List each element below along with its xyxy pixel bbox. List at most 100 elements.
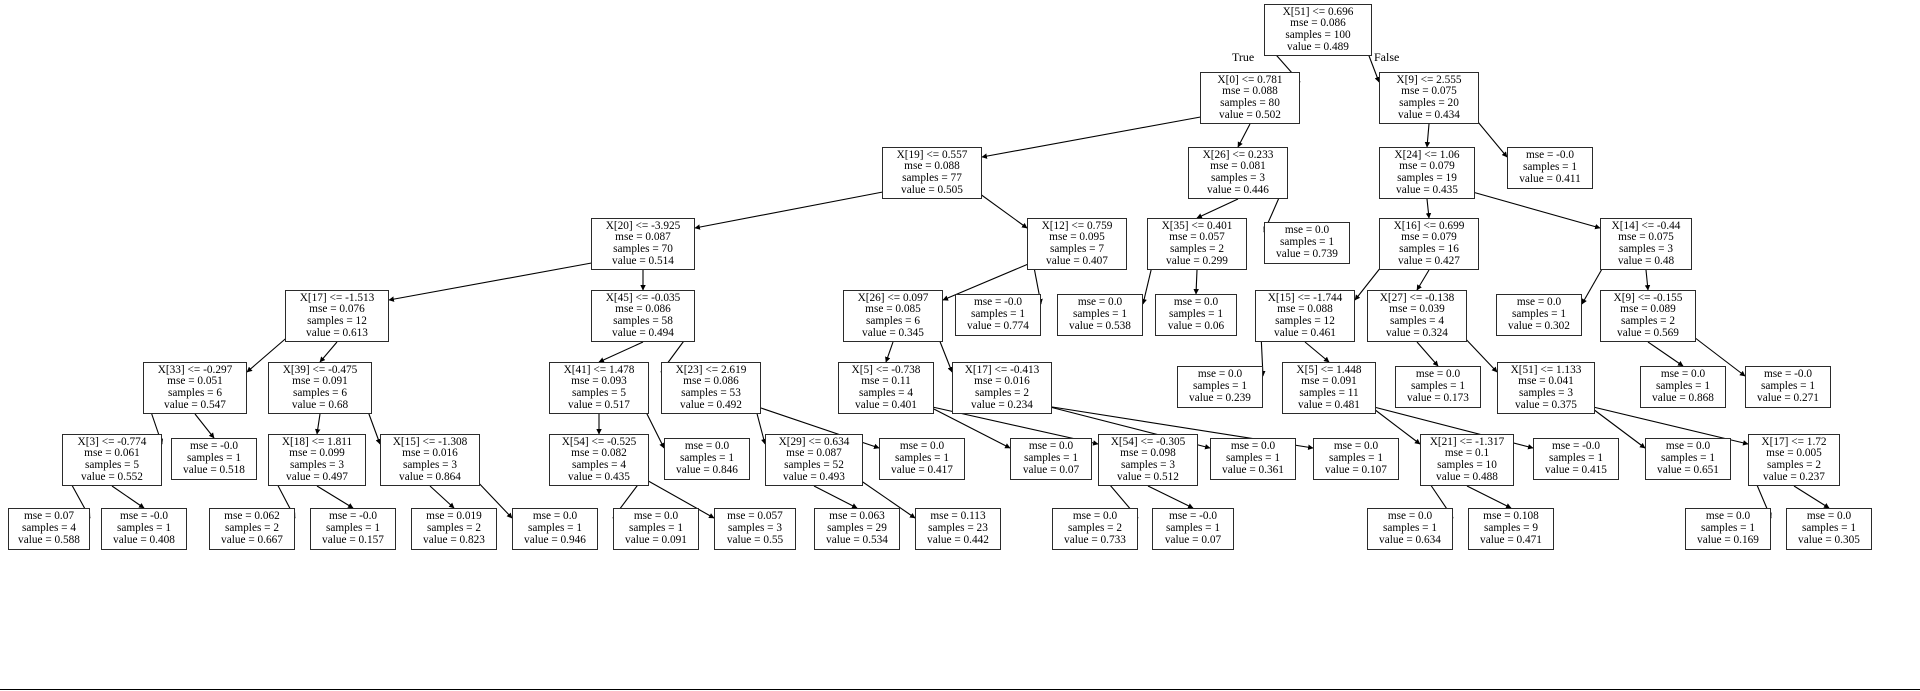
node-text-line: mse = 0.093 [571,375,627,388]
node-text-line: X[39] <= -0.475 [282,363,358,376]
node-text-line: mse = 0.0 [1806,510,1852,523]
node-text-line: mse = 0.0 [1072,510,1118,523]
node-text-line: samples = 2 [426,522,482,535]
node-text-line: mse = 0.087 [615,231,671,244]
node-text-line: samples = 6 [167,387,223,399]
node-text-line: X[18] <= 1.811 [281,435,353,448]
node-text-line: X[19] <= 0.557 [896,148,968,161]
node-text-line: X[33] <= -0.297 [157,363,233,376]
tree-edge [813,485,858,509]
node-text-line: X[3] <= -0.774 [77,435,147,448]
tree-edge [981,115,1207,159]
node-text-line: value = 0.552 [81,470,143,483]
node-text-line: samples = 1 [1279,236,1335,249]
node-text-line: value = 0.493 [783,470,845,483]
node-text-line: mse = -0.0 [973,296,1023,309]
node-text-line: value = 0.107 [1325,463,1387,476]
node-text-line: value = 0.497 [286,470,348,483]
node-text-line: samples = 2 [224,522,280,535]
node-text-line: samples = 1 [1023,452,1079,465]
node-text-line: mse = 0.079 [1399,160,1455,173]
node-text-line: samples = 1 [1801,522,1857,535]
node-text-line: samples = 2 [974,387,1030,399]
node-text-line: samples = 1 [1192,380,1248,393]
node-text-line: mse = 0.086 [683,375,739,388]
tree-edge [319,341,338,363]
node-text-line: value = 0.324 [1386,326,1448,339]
node-text-line: value = 0.415 [1545,463,1607,476]
tree-edge [1416,341,1439,367]
node-text-line: mse = 0.099 [289,447,345,460]
node-text-line: samples = 52 [784,459,844,471]
node-text-line: samples = 1 [1660,452,1716,465]
node-text-line: samples = 2 [1620,315,1676,327]
node-text-line: mse = 0.051 [167,375,223,388]
node-text-line: value = 0.169 [1697,533,1759,546]
node-text-line: samples = 77 [902,172,962,184]
node-text-line: X[5] <= -0.738 [851,363,921,376]
tree-edge [315,413,321,435]
node-text-line: mse = 0.005 [1766,447,1822,460]
node-text-line: samples = 1 [1225,452,1281,465]
node-text-line: value = 0.538 [1069,319,1131,332]
node-text-line: samples = 3 [402,459,458,471]
node-text-line: samples = 70 [613,243,673,255]
node-text-line: value = 0.481 [1298,398,1360,411]
edge-label-true: True [1232,50,1255,64]
node-text-line: mse = 0.057 [727,510,783,523]
node-text-line: samples = 1 [1655,380,1711,393]
node-text-line: samples = 29 [827,522,887,535]
node-text-line: X[9] <= 2.555 [1396,73,1462,86]
node-text-line: mse = 0.016 [402,447,458,460]
node-text-line: samples = 12 [307,315,367,327]
node-text-line: value = 0.823 [423,533,485,546]
node-text-line: samples = 3 [1210,172,1266,184]
node-text-line: mse = 0.086 [1290,17,1346,30]
node-text-line: mse = 0.076 [309,303,365,316]
node-text-line: mse = 0.0 [633,510,679,523]
node-text-line: value = 0.299 [1166,254,1228,267]
node-text-line: samples = 3 [1120,459,1176,471]
tree-edge [975,190,1028,229]
node-text-line: value = 0.488 [1436,470,1498,483]
node-text-line: mse = -0.0 [328,510,378,523]
node-text-line: value = 0.48 [1617,254,1675,267]
node-text-line: samples = 1 [1328,452,1384,465]
node-text-line: samples = 16 [1399,243,1459,255]
node-text-line: X[27] <= -0.138 [1379,291,1455,304]
node-text-line: mse = 0.075 [1618,231,1674,244]
node-text-line: X[16] <= 0.699 [1393,219,1465,232]
node-text-line: mse = 0.075 [1401,85,1457,98]
tree-edge [1237,123,1251,148]
node-text-line: mse = 0.0 [1705,510,1751,523]
node-text-line: mse = -0.0 [1525,149,1575,162]
node-text-line: value = 0.774 [967,319,1029,332]
node-text-line: samples = 1 [1072,308,1128,321]
node-text-line: value = 0.427 [1398,254,1460,267]
node-text-line: mse = 0.0 [1387,510,1433,523]
